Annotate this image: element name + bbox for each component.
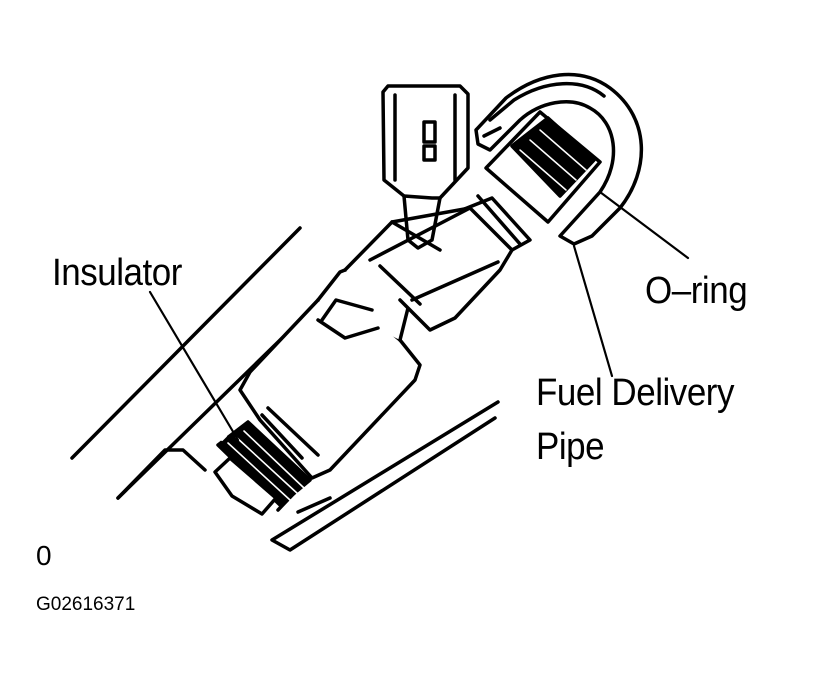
insulator-rings [213, 420, 312, 516]
fuel-delivery-label-line2: Pipe [536, 426, 605, 468]
o-ring [484, 110, 602, 224]
fuel-delivery-pipe [474, 72, 644, 246]
leader-lines [148, 190, 690, 442]
insulator-label: Insulator [52, 252, 182, 294]
injector-body [238, 194, 532, 480]
corner-mark: 0 [36, 540, 52, 571]
fuel-delivery-label-line1: Fuel Delivery [536, 372, 735, 414]
figure-code: G02616371 [36, 594, 136, 615]
electrical-connector [381, 84, 470, 250]
o-ring-label: O–ring [645, 270, 748, 312]
